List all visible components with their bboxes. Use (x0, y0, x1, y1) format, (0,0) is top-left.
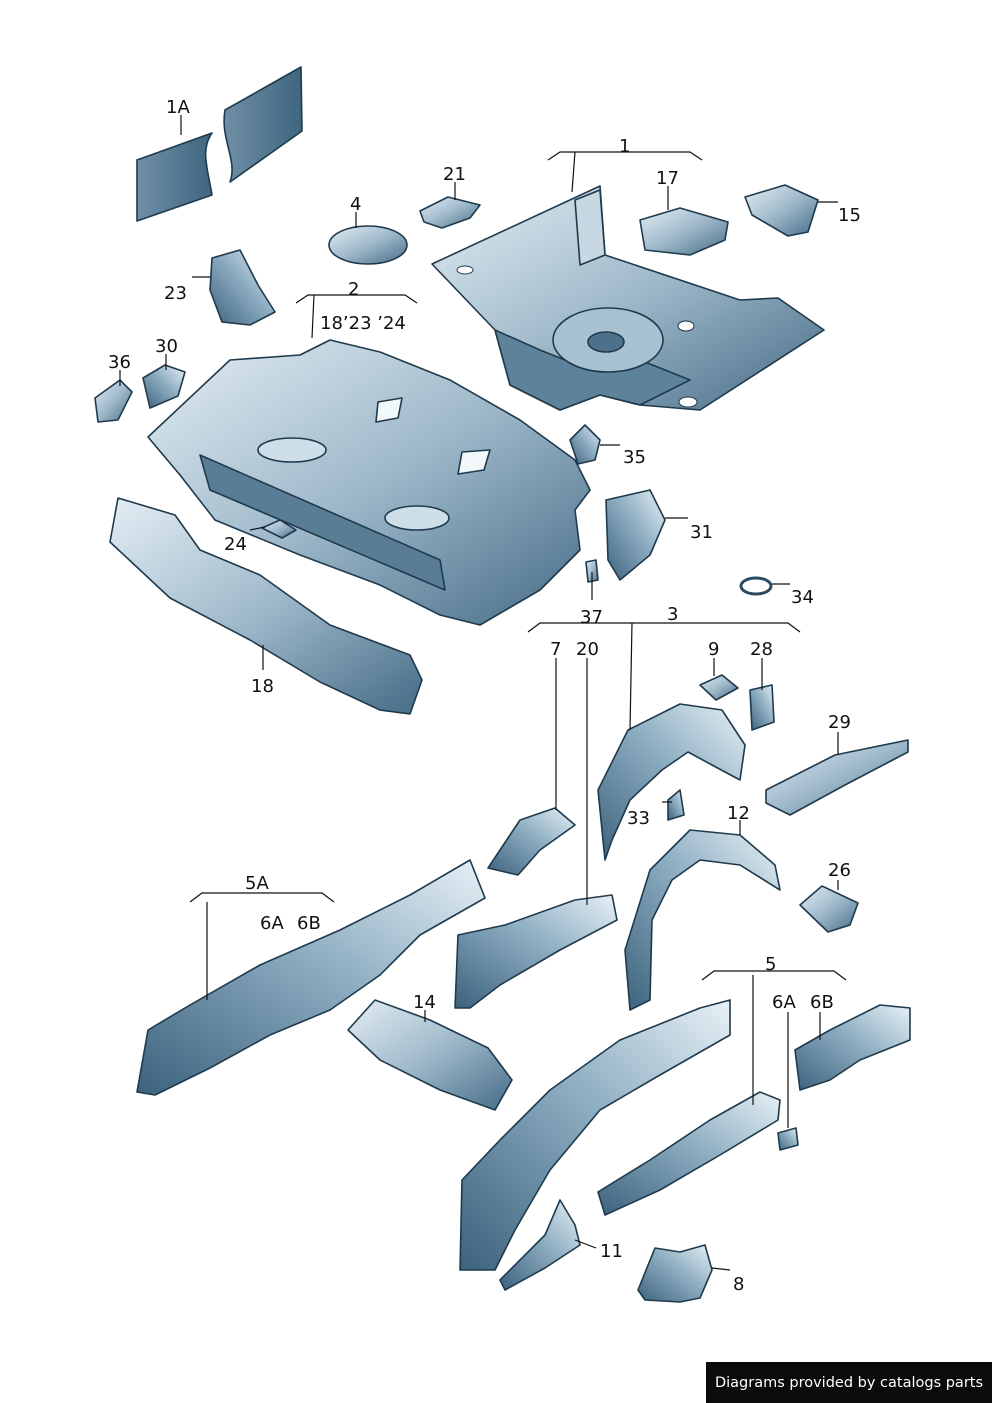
leader-lines (119, 115, 847, 1271)
part-28-bracket (749, 684, 775, 731)
callout-labels: 1A 1 21 17 15 4 23 2 18’23 ’24 36 30 35 … (108, 97, 861, 1295)
part-12-wheelhouse-outer (624, 829, 781, 1011)
callout-6B-left: 6B (297, 913, 321, 934)
part-34-ring (739, 576, 773, 596)
callout-37: 37 (580, 607, 603, 628)
callout-24: 24 (224, 534, 247, 555)
callout-2: 2 (348, 279, 359, 300)
callout-9: 9 (708, 639, 719, 660)
callout-34: 34 (791, 587, 814, 608)
callout-5A: 5A (245, 873, 269, 894)
part-6A-reinforcement (597, 1091, 781, 1216)
callout-2-subparts: 18’23 ’24 (320, 313, 406, 334)
callout-28: 28 (750, 639, 773, 660)
callout-6B-right: 6B (810, 992, 834, 1013)
callout-36: 36 (108, 352, 131, 373)
callout-7: 7 (550, 639, 561, 660)
part-36-bracket (94, 379, 133, 423)
part-31-bracket (605, 489, 666, 581)
callout-30: 30 (155, 336, 178, 357)
callout-6A-left: 6A (260, 913, 284, 934)
part-35-mount (569, 424, 601, 465)
part-26-bracket (799, 885, 859, 933)
callout-4: 4 (350, 194, 361, 215)
callout-15: 15 (838, 205, 861, 226)
part-17-bracket (639, 207, 729, 256)
callout-11: 11 (600, 1241, 623, 1262)
callout-31: 31 (690, 522, 713, 543)
callout-18: 18 (251, 676, 274, 697)
callout-23: 23 (164, 283, 187, 304)
part-24-clip (261, 519, 297, 539)
callout-14: 14 (413, 992, 436, 1013)
callout-29: 29 (828, 712, 851, 733)
part-1A-sheet (136, 66, 303, 222)
part-5-side-member (459, 999, 731, 1271)
part-1-rear-floor (431, 185, 825, 411)
callout-35: 35 (623, 447, 646, 468)
part-9-bracket (699, 674, 739, 701)
callout-6A-right: 6A (772, 992, 796, 1013)
callout-8: 8 (733, 1274, 744, 1295)
credit-text: Diagrams provided by catalogs parts (714, 1374, 984, 1391)
part-7-bracket (487, 807, 576, 876)
part-4-cover-disc (328, 225, 408, 265)
callout-1: 1 (619, 136, 630, 157)
part-small-plate (777, 1127, 799, 1151)
callout-1A: 1A (166, 97, 190, 118)
part-29-member (765, 739, 909, 816)
part-14-cross-member (347, 999, 513, 1111)
part-6B-reinforcement (794, 1004, 911, 1091)
part-18-tunnel (109, 497, 423, 715)
part-33-clip (667, 789, 685, 821)
callout-20: 20 (576, 639, 599, 660)
part-37-clip (585, 559, 599, 583)
part-5A-side-member (136, 859, 486, 1096)
credit-banner: Diagrams provided by catalogs parts (706, 1362, 992, 1403)
part-15-cup (744, 184, 819, 237)
callout-21: 21 (443, 164, 466, 185)
callout-5: 5 (765, 954, 776, 975)
callout-3: 3 (667, 604, 678, 625)
part-3-wheelhouse-inner (597, 703, 746, 861)
callout-12: 12 (727, 803, 750, 824)
callout-33: 33 (627, 808, 650, 829)
callout-17: 17 (656, 168, 679, 189)
part-2-floor-pan (147, 339, 591, 626)
part-30-bracket (142, 364, 186, 409)
part-8-bracket (637, 1244, 713, 1303)
part-20-panel (454, 894, 618, 1009)
part-11-bracket (499, 1199, 581, 1291)
part-23-bracket (209, 249, 276, 326)
part-21-bracket (419, 196, 481, 229)
callout-26: 26 (828, 860, 851, 881)
